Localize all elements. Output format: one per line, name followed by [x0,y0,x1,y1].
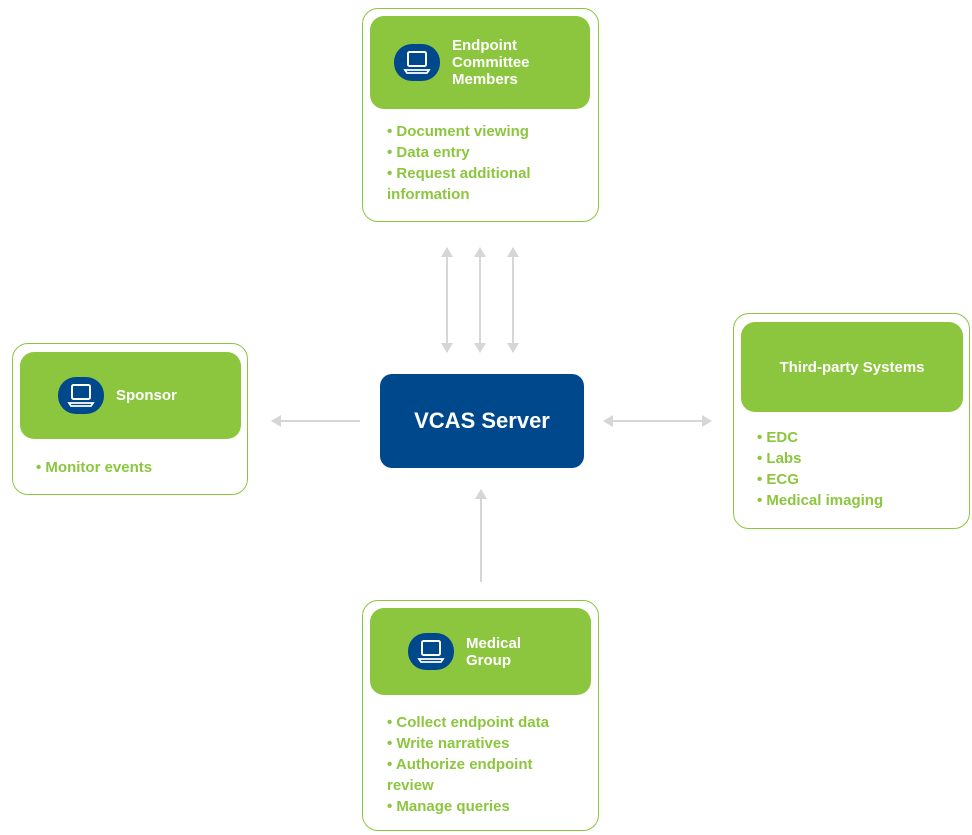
third-party-card: Third-party Systems • EDC • Labs • ECG •… [733,313,970,529]
sponsor-card: Sponsor • Monitor events [12,343,248,495]
sponsor-title: Sponsor [116,387,177,404]
medical-group-list: • Collect endpoint data • Write narrativ… [387,712,549,817]
list-item: • EDC [757,429,799,446]
list-item: • Document viewing [387,123,529,140]
computer-monitor-icon [394,44,440,81]
list-item: • Data entry [387,144,470,161]
vcas-server-box: VCAS Server [380,374,584,468]
third-party-list: • EDC • Labs • ECG • Medical imaging [757,427,883,511]
list-item: • Request additional information [387,165,531,203]
medical-group-card: Medical Group • Collect endpoint data • … [362,600,599,831]
computer-monitor-icon [58,377,104,414]
list-item: • Authorize endpoint review [387,756,533,794]
list-item: • ECG [757,471,799,488]
computer-monitor-icon [408,633,454,670]
vcas-server-label: VCAS Server [414,408,550,433]
sponsor-list: • Monitor events [36,457,152,478]
list-item: • Monitor events [36,459,153,476]
sponsor-header: Sponsor [20,352,241,439]
endpoint-committee-header: Endpoint Committee Members [370,16,590,109]
medical-group-title: Medical Group [466,634,522,669]
medical-group-header: Medical Group [370,608,591,695]
list-item: • Manage queries [387,798,510,815]
list-item: • Labs [757,450,802,467]
third-party-title: Third-party Systems [779,358,925,376]
endpoint-committee-title: Endpoint Committee Members [452,37,530,88]
list-item: • Write narratives [387,735,510,752]
third-party-header: Third-party Systems [741,322,963,412]
endpoint-committee-list: • Document viewing • Data entry • Reques… [387,121,531,205]
list-item: • Medical imaging [757,492,884,509]
list-item: • Collect endpoint data [387,714,549,731]
endpoint-committee-card: Endpoint Committee Members • Document vi… [362,8,599,222]
